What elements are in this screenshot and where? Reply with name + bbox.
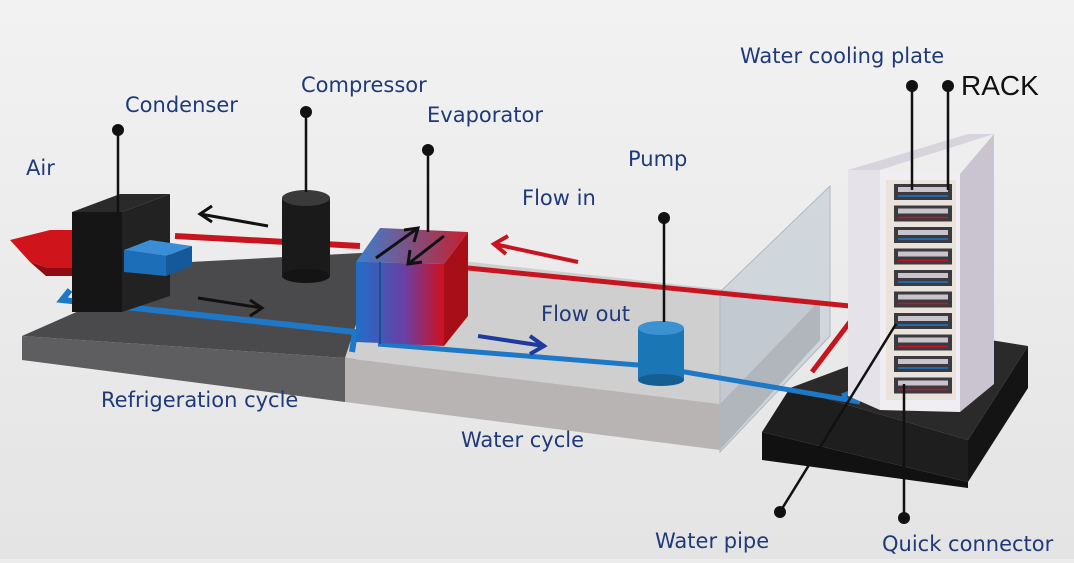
flow-in-label: Flow in <box>522 186 596 210</box>
compressor-label: Compressor <box>301 73 427 97</box>
flow-out-label: Flow out <box>541 302 631 326</box>
leader-rack <box>942 80 954 190</box>
leader-quick-connector <box>898 384 910 524</box>
arrow-flow-out <box>477 334 548 356</box>
cooling-plate <box>898 294 948 300</box>
cooling-plate <box>898 187 948 192</box>
leader-lines <box>112 80 954 524</box>
cooling-plate <box>898 337 948 343</box>
evaporator-label: Evaporator <box>427 103 543 127</box>
air-label: Air <box>26 156 55 180</box>
cooling-plate <box>898 380 948 386</box>
arrow-flow-in <box>490 234 579 264</box>
expansion-unit <box>124 240 192 276</box>
pump <box>638 321 684 386</box>
leader-pump <box>658 212 670 322</box>
cooling-plate <box>898 208 948 214</box>
air-exhaust-shade <box>30 262 76 276</box>
cooling-plate <box>898 359 948 364</box>
flow-arrows <box>197 204 579 356</box>
arrow-refrigeration-forward <box>197 296 265 318</box>
rack-label: RACK <box>961 70 1039 101</box>
water-pipe-label: Water pipe <box>655 529 770 553</box>
leader-water-pipe <box>774 323 898 518</box>
condenser-label: Condenser <box>125 93 238 117</box>
cooling-plate <box>898 251 948 257</box>
cooling-plate <box>898 273 948 278</box>
water-cooling-plate-label: Water cooling plate <box>740 44 945 68</box>
rack-slots <box>894 184 952 394</box>
compressor <box>282 190 330 283</box>
cooling-plate <box>898 230 948 235</box>
arrow-condenser-return <box>197 204 269 228</box>
arrow-evaporator-cross <box>375 226 445 266</box>
cooling-plate <box>898 316 948 321</box>
pump-label: Pump <box>628 147 688 171</box>
water-cycle-label: Water cycle <box>461 428 585 452</box>
evaporator <box>356 228 468 346</box>
glass-wall <box>719 184 831 454</box>
leader-compressor <box>300 106 312 192</box>
rack-cabinet <box>848 134 994 412</box>
leader-evaporator <box>422 144 434 232</box>
leader-condenser <box>112 124 124 212</box>
leader-water-cooling-plate <box>906 80 918 190</box>
quick-connector-label: Quick connector <box>882 532 1054 556</box>
air-exhaust <box>10 230 76 268</box>
refrigeration-cycle-label: Refrigeration cycle <box>101 388 299 412</box>
